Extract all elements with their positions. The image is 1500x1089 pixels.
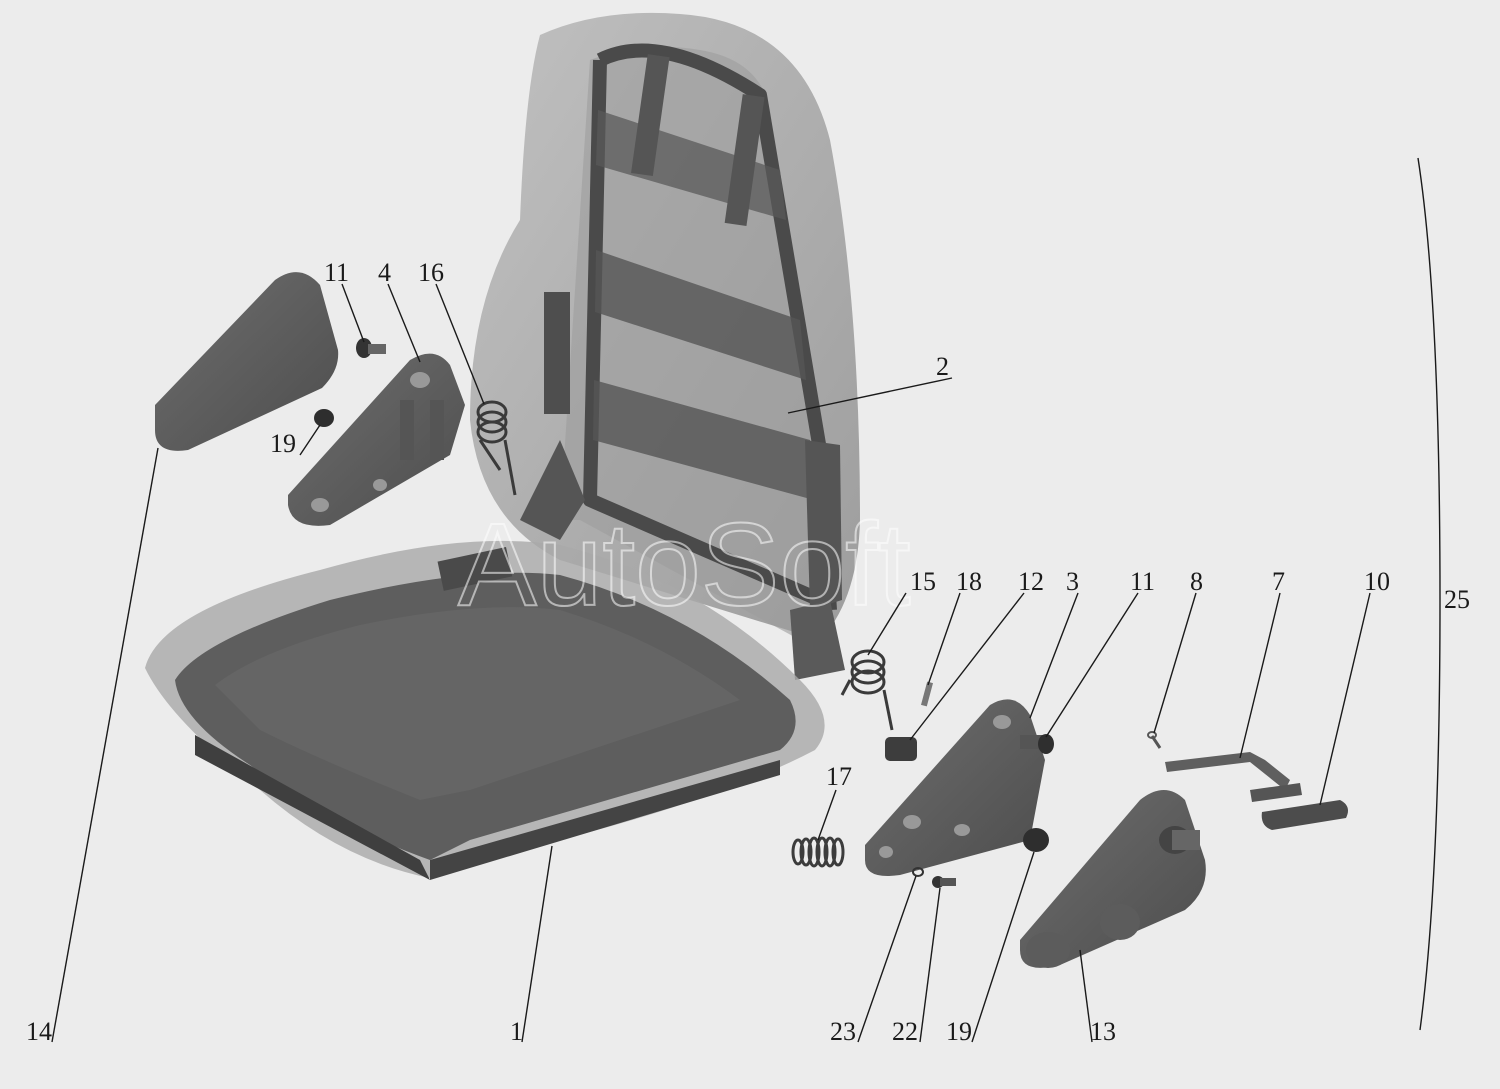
callout-19-left[interactable]: 19 bbox=[270, 429, 296, 458]
leader-17 bbox=[817, 789, 837, 841]
left-nut-shape bbox=[314, 409, 334, 427]
callout-15[interactable]: 15 bbox=[910, 567, 936, 596]
leader-10 bbox=[1319, 592, 1371, 806]
left-hinge-bracket-shape bbox=[288, 353, 465, 526]
leader-12 bbox=[909, 592, 1025, 741]
leader-19b bbox=[971, 851, 1035, 1043]
backrest-shape bbox=[470, 12, 860, 680]
left-bolt-shape bbox=[356, 338, 386, 358]
leader-14 bbox=[51, 447, 159, 1043]
right-hinge-bracket-shape bbox=[865, 699, 1045, 876]
watermark-text: AutoSoft bbox=[458, 499, 911, 631]
right-nut-shape bbox=[1023, 828, 1049, 852]
leader-lines bbox=[51, 283, 1371, 1043]
callout-8[interactable]: 8 bbox=[1190, 567, 1203, 596]
assembly-brace bbox=[1417, 157, 1441, 1031]
callout-23[interactable]: 23 bbox=[830, 1017, 856, 1046]
callout-11-left[interactable]: 11 bbox=[324, 258, 349, 287]
callout-13[interactable]: 13 bbox=[1090, 1017, 1116, 1046]
leader-18 bbox=[927, 592, 961, 686]
coil-spring-shape bbox=[791, 836, 845, 868]
leader-3 bbox=[1029, 592, 1079, 719]
leader-22 bbox=[919, 887, 941, 1043]
leader-1 bbox=[521, 845, 553, 1043]
callout-3[interactable]: 3 bbox=[1066, 567, 1079, 596]
stop-block-shape bbox=[885, 737, 917, 761]
seat-cushion-shape bbox=[145, 540, 825, 880]
callout-19-right[interactable]: 19 bbox=[946, 1017, 972, 1046]
leader-23 bbox=[857, 875, 917, 1043]
callout-7[interactable]: 7 bbox=[1272, 567, 1285, 596]
callout-17[interactable]: 17 bbox=[826, 762, 852, 791]
callout-10[interactable]: 10 bbox=[1364, 567, 1390, 596]
callout-22[interactable]: 22 bbox=[892, 1017, 918, 1046]
callout-2[interactable]: 2 bbox=[936, 352, 949, 381]
leader-4 bbox=[387, 283, 421, 363]
leader-16 bbox=[435, 283, 485, 405]
left-side-cover-shape bbox=[155, 272, 339, 451]
left-torsion-spring-shape bbox=[476, 400, 517, 496]
callout-12[interactable]: 12 bbox=[1018, 567, 1044, 596]
callout-16[interactable]: 16 bbox=[418, 258, 444, 287]
cotter-pin-shape bbox=[1147, 731, 1162, 749]
leader-15 bbox=[867, 592, 907, 656]
screw-shape bbox=[932, 876, 956, 888]
washer-shape bbox=[912, 867, 924, 877]
callouts: 14 11 4 16 19 2 1 15 18 12 3 11 8 7 10 2… bbox=[26, 258, 1470, 1046]
right-side-cover-shape bbox=[1020, 790, 1206, 968]
right-bolt-shape bbox=[1020, 734, 1054, 754]
leader-8 bbox=[1153, 592, 1197, 734]
leader-2 bbox=[787, 377, 953, 414]
adjustment-lever-shape bbox=[1165, 752, 1302, 802]
callout-25[interactable]: 25 bbox=[1444, 585, 1470, 614]
leader-11b bbox=[1045, 592, 1139, 738]
lever-grip-shape bbox=[1261, 800, 1348, 830]
leader-13 bbox=[1079, 949, 1093, 1043]
right-torsion-spring-shape bbox=[840, 649, 894, 731]
pin-shape bbox=[920, 681, 934, 707]
callout-4[interactable]: 4 bbox=[378, 258, 391, 287]
leader-11a bbox=[341, 283, 365, 343]
leader-19a bbox=[299, 424, 321, 456]
callout-11-right[interactable]: 11 bbox=[1130, 567, 1155, 596]
callout-14[interactable]: 14 bbox=[26, 1017, 52, 1046]
callout-18[interactable]: 18 bbox=[956, 567, 982, 596]
leader-7 bbox=[1239, 592, 1281, 759]
callout-1[interactable]: 1 bbox=[510, 1017, 523, 1046]
